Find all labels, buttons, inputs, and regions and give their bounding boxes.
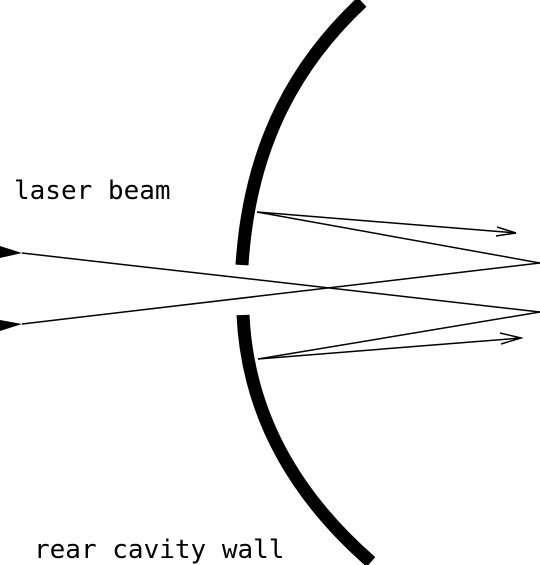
label-rear-cavity-wall: rear cavity wall	[34, 535, 284, 565]
reflected-beam-lower-arrow	[257, 337, 522, 360]
incoming-beam-lower	[21, 262, 540, 325]
reflected-beam-upper-to-focus	[256, 211, 540, 264]
label-laser-beam: laser beam	[14, 176, 171, 206]
beam-source-arrowhead-upper	[0, 246, 22, 258]
cavity-wall-lower-segment	[236, 314, 376, 565]
reflected-arrowhead-lower	[499, 332, 524, 345]
reflected-beam-lower-to-focus	[257, 311, 540, 360]
cavity-wall-upper-segment	[235, 0, 367, 266]
reflected-beam-upper-arrow	[256, 211, 517, 234]
beam-source-arrowhead-lower	[0, 320, 22, 331]
reflected-arrowhead-upper	[495, 226, 517, 237]
incoming-beam-upper	[21, 252, 540, 313]
